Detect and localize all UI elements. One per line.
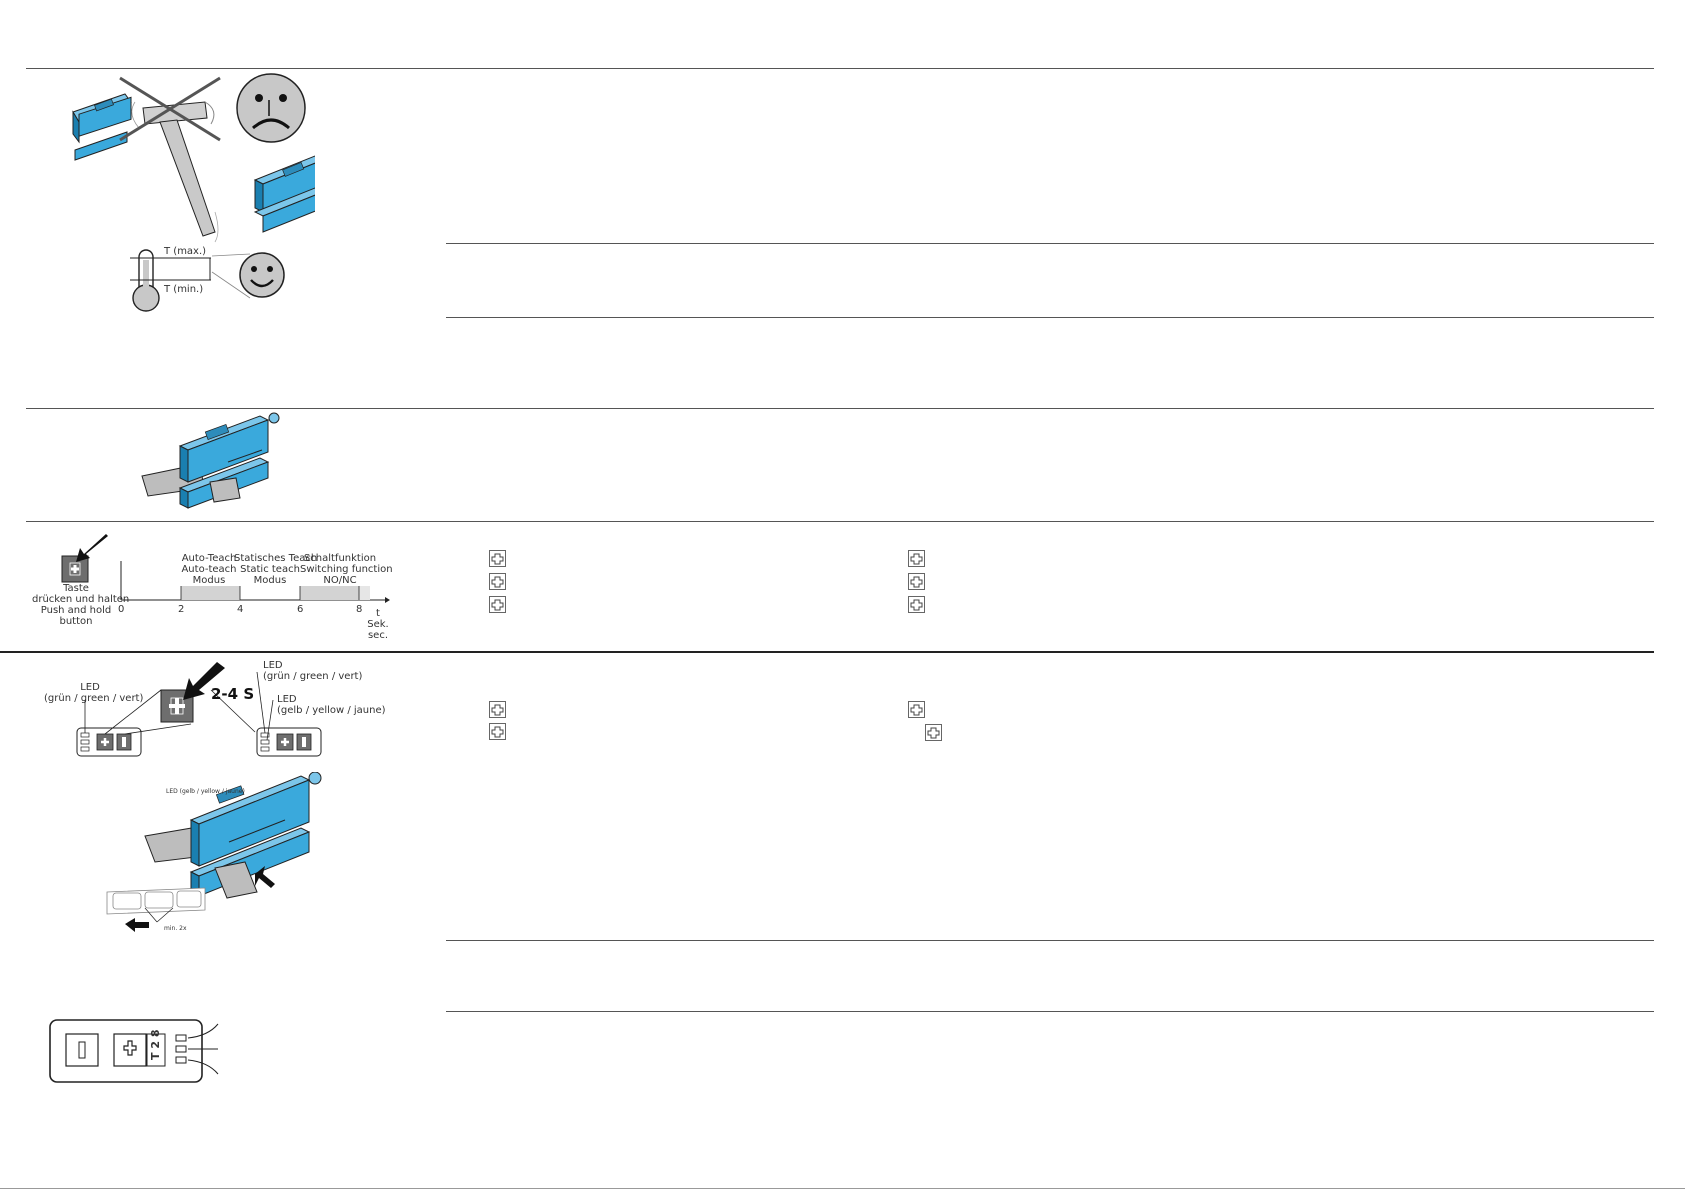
phase3-line2: Switching function [300, 564, 393, 575]
sad-face-icon [236, 73, 306, 143]
tick-2: 2 [178, 604, 185, 615]
plus-button-icon [925, 724, 942, 741]
section-divider [446, 317, 1654, 318]
control-panel-figure [48, 1018, 228, 1084]
thermometer-icon [125, 246, 215, 316]
temp-max-label: T (max.) [164, 246, 207, 257]
sensor-right-illustration [253, 151, 335, 233]
section-divider [446, 940, 1654, 941]
section-divider [446, 1011, 1654, 1012]
teach-sensor-figure [105, 771, 325, 934]
tick-0: 0 [118, 604, 125, 615]
smiley-face-icon [210, 238, 290, 310]
led-green-right-2: (grün / green / vert) [263, 671, 363, 682]
phase3-line1: Schaltfunktion [303, 553, 377, 564]
led-green-right-1: LED [263, 660, 283, 671]
plus-button-icon [908, 701, 925, 718]
temp-min-label: T (min.) [164, 284, 204, 295]
section-divider [26, 521, 1654, 522]
min-2x-label: min. 2x [164, 925, 187, 932]
panel-display-text: T 2 8 [149, 1029, 162, 1060]
tick-8: 8 [356, 604, 363, 615]
time-label-sec: sec. [367, 630, 389, 641]
sensor-left-illustration [72, 93, 132, 161]
phase2-line2: Static teach [240, 564, 300, 575]
phase3-line3: NO/NC [323, 575, 357, 586]
teach-button-figure [75, 660, 375, 760]
sensor-with-tape-figure [140, 412, 290, 517]
plus-button-icon [908, 573, 925, 590]
phase2-line3: Modus [253, 575, 287, 586]
led-yellow-label-2: (gelb / yellow / jaune) [277, 705, 386, 716]
button-caption-1: Taste [63, 583, 89, 594]
plus-button-icon [489, 573, 506, 590]
section-divider [446, 243, 1654, 244]
led-green-label-1: LED [80, 682, 100, 693]
phase1-line2: Auto-teach [181, 564, 237, 575]
time-label-t: t [376, 608, 380, 619]
duration-label: 2-4 S [211, 685, 255, 703]
button-caption-4: button [59, 616, 93, 627]
plus-button-icon [489, 701, 506, 718]
press-button-figure [58, 530, 110, 586]
button-caption-2: drücken und halten [32, 594, 130, 605]
plus-button-icon [489, 596, 506, 613]
led-green-label-2: (grün / green / vert) [44, 693, 144, 704]
tick-6: 6 [297, 604, 304, 615]
plus-button-icon [489, 723, 506, 740]
phase2-line1: Statisches Teach [234, 553, 318, 564]
button-caption-3: Push and hold [40, 605, 112, 616]
timeline-chart [115, 555, 390, 605]
tick-4: 4 [237, 604, 244, 615]
led-yellow-label-1: LED [277, 694, 297, 705]
plus-button-icon [908, 550, 925, 567]
hammer-icon [131, 101, 219, 243]
plus-button-icon [908, 596, 925, 613]
led-yellow-small-label: LED (gelb / yellow / jaune) [166, 788, 245, 795]
phase1-line1: Auto-Teach [181, 553, 237, 564]
phase1-line3: Modus [192, 575, 226, 586]
plus-button-icon [489, 550, 506, 567]
handling-warning-figure [55, 72, 335, 250]
section-divider [26, 408, 1654, 409]
section-divider [0, 651, 1654, 653]
page-bottom-edge [0, 1188, 1685, 1189]
time-label-sek: Sek. [367, 619, 389, 630]
section-divider [26, 68, 1654, 69]
